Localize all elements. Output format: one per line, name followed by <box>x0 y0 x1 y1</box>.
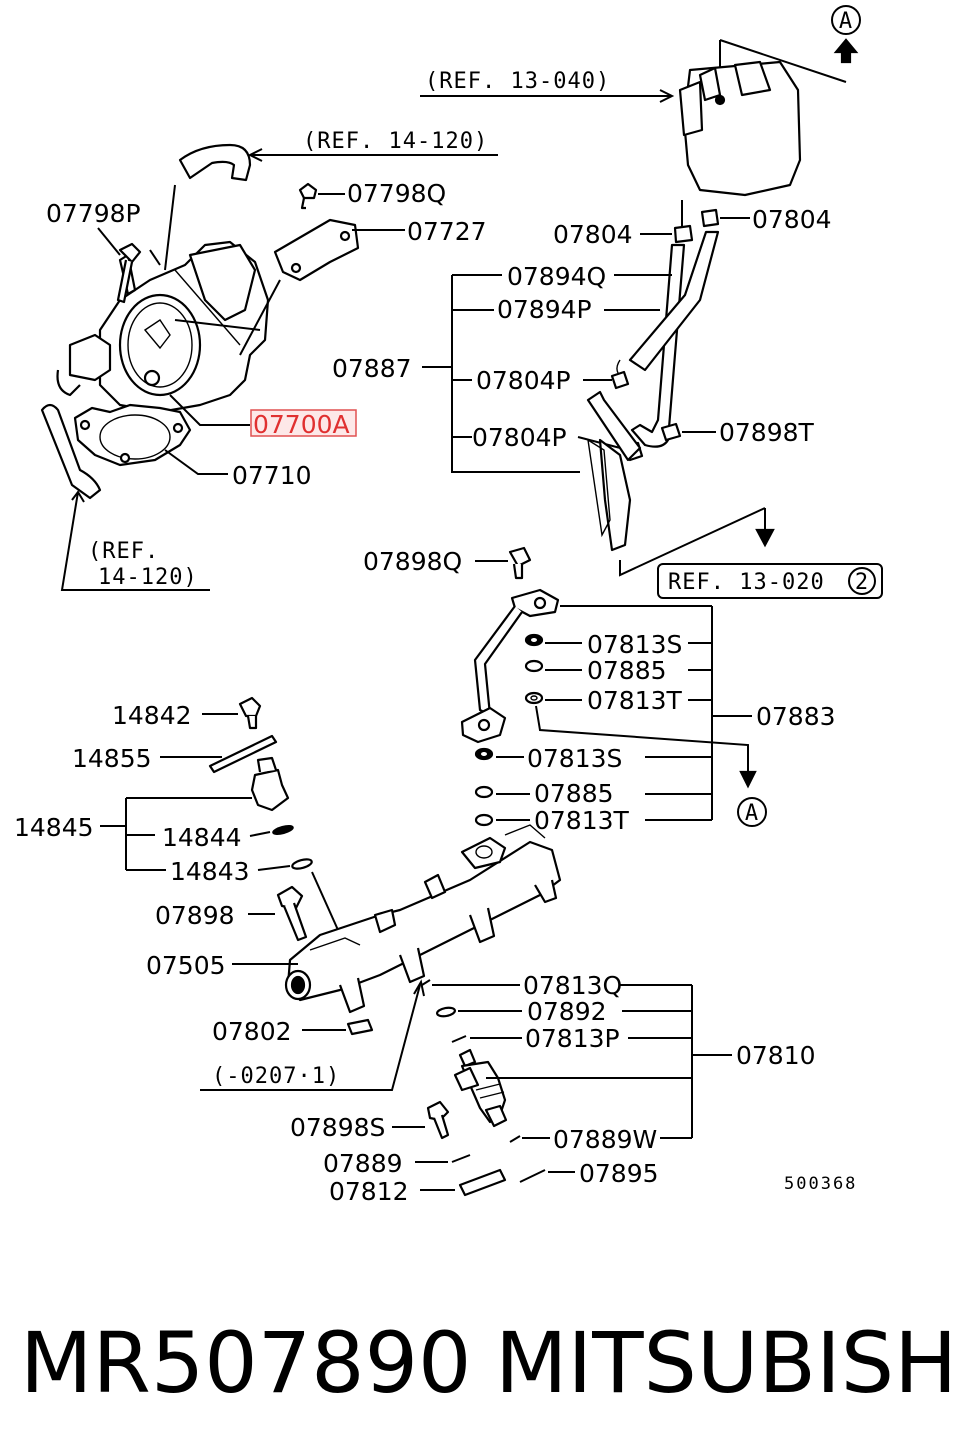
gasket-07710-drawing <box>73 403 192 467</box>
svg-text:2: 2 <box>855 570 869 595</box>
label-07892[interactable]: 07892 <box>527 997 607 1026</box>
label-07804P-b[interactable]: 07804P <box>472 423 567 452</box>
label-07813S-a[interactable]: 07813S <box>587 630 682 659</box>
label-07810[interactable]: 07810 <box>736 1041 816 1070</box>
label-07813P[interactable]: 07813P <box>525 1024 620 1053</box>
ref-14-120-left-line2[interactable]: 14-120) <box>98 565 198 590</box>
svg-text:REF. 13-020: REF. 13-020 <box>668 570 825 595</box>
label-14845[interactable]: 14845 <box>14 813 94 842</box>
label-14843[interactable]: 14843 <box>170 857 250 886</box>
label-14842[interactable]: 14842 <box>112 701 192 730</box>
label-07894Q[interactable]: 07894Q <box>507 262 606 291</box>
footer-part-number: MR507890 <box>20 1314 472 1412</box>
diagram-number: 500368 <box>784 1174 857 1194</box>
label-07505[interactable]: 07505 <box>146 951 226 980</box>
label-07898T[interactable]: 07898T <box>719 418 815 447</box>
highlight-box-07700A <box>250 409 357 437</box>
injector-drawing <box>453 1048 508 1128</box>
label-07889[interactable]: 07889 <box>323 1149 403 1178</box>
label-14855[interactable]: 14855 <box>72 744 152 773</box>
ref-14-120-left-line1[interactable]: (REF. <box>88 539 159 564</box>
label-14844[interactable]: 14844 <box>162 823 242 852</box>
label-07804-right[interactable]: 07804 <box>752 205 832 234</box>
svg-text:A: A <box>839 9 853 34</box>
label-07898[interactable]: 07898 <box>155 901 235 930</box>
label-07898Q[interactable]: 07898Q <box>363 547 462 576</box>
fuel-rail-07505-drawing <box>284 824 562 1014</box>
label-07885-b[interactable]: 07885 <box>534 779 614 808</box>
label-date-range[interactable]: (-0207·1) <box>212 1064 340 1089</box>
marker-a-bottom: A <box>737 797 767 827</box>
label-07727[interactable]: 07727 <box>407 217 487 246</box>
label-07798P[interactable]: 07798P <box>46 199 141 228</box>
label-07894P[interactable]: 07894P <box>497 295 592 324</box>
ref-13-020-box[interactable]: REF. 13-020 2 <box>657 563 883 599</box>
label-07889W[interactable]: 07889W <box>553 1125 657 1154</box>
label-07883[interactable]: 07883 <box>756 702 836 731</box>
label-07813Q[interactable]: 07813Q <box>523 971 622 1000</box>
label-07804P-a[interactable]: 07804P <box>476 366 571 395</box>
ref-13-040[interactable]: (REF. 13-040) <box>425 69 610 94</box>
label-07804-left[interactable]: 07804 <box>553 220 633 249</box>
label-07700A[interactable]: 07700A <box>253 410 350 439</box>
label-07887[interactable]: 07887 <box>332 354 412 383</box>
label-07798Q[interactable]: 07798Q <box>347 179 446 208</box>
label-07885-a[interactable]: 07885 <box>587 656 667 685</box>
label-07813T-b[interactable]: 07813T <box>534 806 630 835</box>
svg-text:A: A <box>745 801 759 826</box>
label-07813S-b[interactable]: 07813S <box>527 744 622 773</box>
label-07802[interactable]: 07802 <box>212 1017 292 1046</box>
ref-14-120-top[interactable]: (REF. 14-120) <box>303 129 488 154</box>
label-07813T-a[interactable]: 07813T <box>587 686 683 715</box>
label-07898S[interactable]: 07898S <box>290 1113 385 1142</box>
marker-a-top: A <box>831 5 861 64</box>
fuel-pipe-07883-drawing <box>460 588 560 744</box>
pressure-regulator-drawing <box>678 60 802 197</box>
label-07710[interactable]: 07710 <box>232 461 312 490</box>
label-07895[interactable]: 07895 <box>579 1159 659 1188</box>
label-07812[interactable]: 07812 <box>329 1177 409 1206</box>
footer-brand: MITSUBISHI <box>495 1314 960 1412</box>
throttle-body-drawing <box>56 240 270 414</box>
